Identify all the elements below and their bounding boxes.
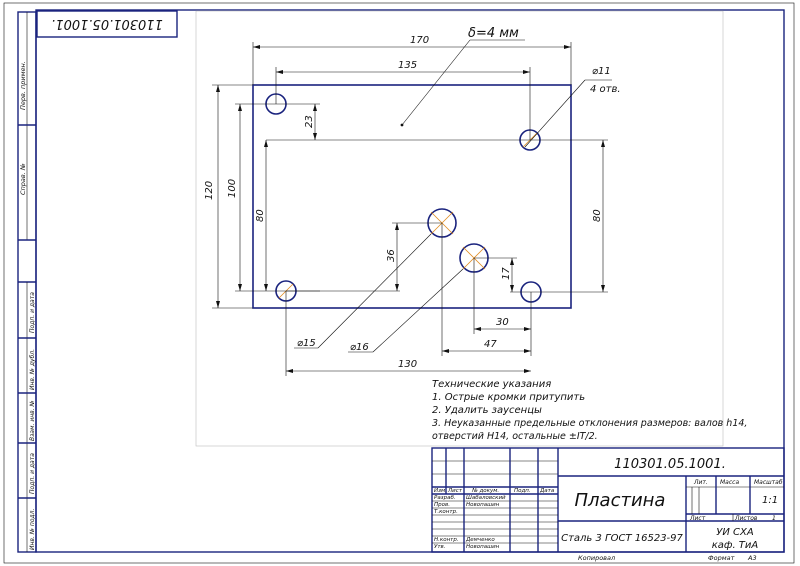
dim-30: 30 <box>496 317 509 328</box>
side-label-2: Справ. № <box>19 163 27 195</box>
callout-d16: ⌀16 <box>350 342 369 353</box>
dim-17: 17 <box>501 267 512 280</box>
row-name-5: Демченко <box>465 537 495 543</box>
dim-23: 23 <box>304 115 315 128</box>
dim-170: 170 <box>410 35 429 46</box>
header-lit: Лит. <box>693 479 708 486</box>
col-date: Дата <box>539 488 555 494</box>
header-mass: Масса <box>720 479 739 486</box>
plate <box>252 84 572 309</box>
notes-title: Технические указания <box>432 379 551 390</box>
format-value: А3 <box>747 554 757 562</box>
title-material: Сталь 3 ГОСТ 16523-97 <box>561 533 683 544</box>
callout-d15: ⌀15 <box>297 338 316 349</box>
sheet-label: Лист <box>689 515 706 522</box>
outer-border <box>3 2 795 564</box>
col-doc: № докум. <box>471 488 499 494</box>
dim-47: 47 <box>484 339 497 350</box>
row-name-1: Шабаловский <box>466 495 506 501</box>
side-label-1: Перв. примен. <box>19 61 27 110</box>
row-name-6: Новопашин <box>466 544 500 550</box>
dim-120: 120 <box>204 181 215 200</box>
dim-80-left: 80 <box>255 209 266 222</box>
notes-item-3: 3. Неуказанные предельные отклонения раз… <box>432 418 747 429</box>
row-role-5: Н.контр. <box>434 537 459 543</box>
col-izm: Изм. <box>434 488 447 494</box>
dim-130: 130 <box>398 359 417 370</box>
title-part-name: Пластина <box>575 490 666 511</box>
org-line-2: каф. ТиА <box>712 540 759 551</box>
technical-notes: Технические указания 1. Острые кромки пр… <box>432 379 747 442</box>
header-scale: Масштаб <box>754 479 783 486</box>
side-label-5: Взам. инв. № <box>29 400 36 441</box>
row-role-1: Разраб. <box>434 495 456 501</box>
thickness-label: δ=4 мм <box>468 26 519 41</box>
format-label: Формат <box>708 554 735 562</box>
side-label-3: Подп. и дата <box>29 292 36 333</box>
copied-label: Копировал <box>578 554 615 562</box>
side-label-7: Инв. № подл. <box>29 509 36 550</box>
dim-36: 36 <box>386 249 397 262</box>
title-doc-code: 110301.05.1001. <box>614 457 726 472</box>
col-list: Лист <box>447 488 463 494</box>
rotated-code-box: 110301.05.1001. <box>36 10 178 38</box>
row-role-6: Утв. <box>434 544 446 550</box>
notes-item-4: отверстий H14, остальные ±IT/2. <box>432 431 598 442</box>
title-block: 110301.05.1001. Пластина Сталь 3 ГОСТ 16… <box>431 447 785 553</box>
sheets-value: 1 <box>772 515 776 522</box>
side-label-6: Подп. и дата <box>29 453 36 494</box>
notes-item-2: 2. Удалить заусенцы <box>432 405 542 416</box>
dim-100: 100 <box>227 179 238 198</box>
scale-value: 1:1 <box>762 495 778 506</box>
col-sign: Подп. <box>514 488 531 494</box>
sheets-label: Листов <box>734 515 758 522</box>
row-role-3: Т.контр. <box>434 509 458 515</box>
plate-outline <box>252 84 572 309</box>
callout-d11: ⌀11 <box>592 66 611 77</box>
rotated-code: 110301.05.1001. <box>51 16 163 31</box>
dim-80-right: 80 <box>592 209 603 222</box>
view-frame <box>195 10 724 447</box>
leaders <box>286 39 612 353</box>
row-role-2: Пров. <box>434 502 450 508</box>
dim-135: 135 <box>398 60 417 71</box>
dimension-texts: 170 135 120 100 80 80 23 36 17 30 47 130 <box>204 35 603 370</box>
org-line-1: УИ СХА <box>716 527 754 538</box>
notes-item-1: 1. Острые кромки притупить <box>432 392 585 403</box>
dimension-lines <box>212 42 608 376</box>
side-label-4: Инв. № дубл. <box>29 349 36 390</box>
callout-4-holes: 4 отв. <box>590 84 621 95</box>
side-strip: Перв. примен. Справ. № Подп. и дата Инв.… <box>17 11 37 553</box>
row-name-2: Новопашин <box>466 502 500 508</box>
